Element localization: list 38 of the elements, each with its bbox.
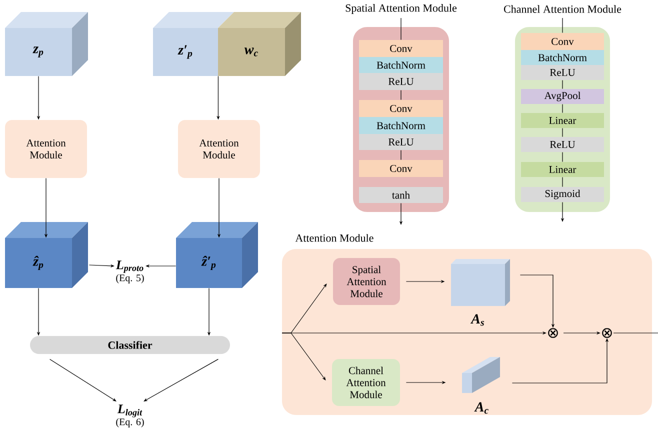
loss-label: L$_{proto}$ (Eq. 5) bbox=[116, 260, 144, 284]
layer-box: ReLU bbox=[521, 65, 604, 80]
layer-box: Linear bbox=[521, 113, 604, 128]
layer-box: BatchNorm bbox=[359, 57, 443, 73]
layer-box: Conv bbox=[359, 160, 443, 177]
panel-title: Attention Module bbox=[295, 234, 374, 242]
feature-cube: w$_{c}$ bbox=[218, 12, 301, 76]
layer-box: BatchNorm bbox=[359, 117, 443, 134]
layer-box: Conv bbox=[359, 40, 443, 57]
layer-box: Conv bbox=[359, 100, 443, 117]
module-box: Attention Module bbox=[5, 120, 87, 178]
layer-box: BatchNorm bbox=[521, 50, 604, 65]
layer-box: Conv bbox=[521, 33, 604, 50]
module-box: Spatial Attention Module bbox=[333, 258, 400, 305]
arrow bbox=[144, 358, 218, 402]
panel-title: Channel Attention Module bbox=[504, 5, 622, 13]
math-label: A$_{c}$ bbox=[474, 402, 488, 414]
layer-box: ReLU bbox=[359, 73, 443, 90]
feature-cube: z$_{p}$ bbox=[5, 12, 88, 76]
layer-box: AvgPool bbox=[521, 89, 604, 104]
module-box: Channel Attention Module bbox=[332, 359, 400, 406]
layer-box: tanh bbox=[359, 187, 443, 203]
panel-title: Spatial Attention Module bbox=[346, 4, 457, 14]
layer-box: ReLU bbox=[359, 134, 443, 150]
arrow bbox=[50, 358, 116, 402]
loss-label: L$_{logit}$ (Eq. 6) bbox=[116, 404, 144, 428]
arrow bbox=[282, 332, 326, 380]
classifier-bar: Classifier bbox=[30, 336, 230, 354]
layer-box: Sigmoid bbox=[521, 187, 604, 202]
feature-cube: ẑ′$_{p}$ bbox=[176, 222, 258, 288]
feature-cube: z′$_{p}$ bbox=[153, 12, 234, 76]
layer-box: Linear bbox=[521, 162, 604, 177]
multiply-symbol: ⊗ bbox=[602, 328, 612, 338]
multiply-symbol: ⊗ bbox=[548, 328, 558, 338]
layer-box: ReLU bbox=[521, 137, 604, 152]
math-label: A$_{s}$ bbox=[470, 314, 484, 326]
module-box: Attention Module bbox=[178, 120, 260, 178]
feature-cube: ẑ$_{p}$ bbox=[5, 222, 88, 288]
